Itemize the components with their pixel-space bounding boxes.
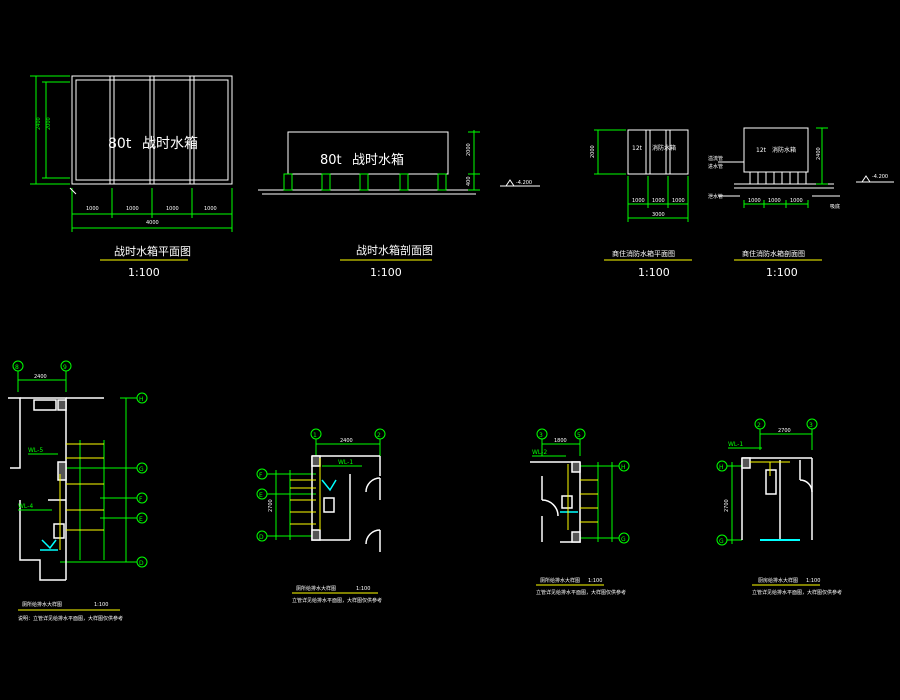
fire-tank-section-note-3: 泄水管 bbox=[708, 193, 723, 200]
fire-tank-plan-name: 消防水箱 bbox=[652, 144, 676, 152]
fire-tank-section-dim-2: 1000 bbox=[768, 198, 781, 204]
toilet-b-scale: 1:100 bbox=[356, 586, 370, 592]
toilet-a-axis-g: G bbox=[139, 466, 144, 473]
toilet-c-axis-h: H bbox=[621, 464, 626, 471]
tank-section-drawing: 80t 战时水箱 2000 400 -4.200 战时水箱剖面图 1:100 bbox=[258, 130, 540, 279]
toilet-d-axis-g: G bbox=[719, 538, 724, 545]
toilet-c-axis-3: 3 bbox=[539, 432, 543, 439]
tank-plan-title: 战时水箱平面图 bbox=[114, 244, 191, 258]
toilet-b-axis-f: F bbox=[259, 472, 263, 479]
toilet-d-scale: 1:100 bbox=[806, 578, 820, 584]
fire-tank-section-name: 消防水箱 bbox=[772, 146, 796, 154]
toilet-d-title: 厨房给排水大样图 bbox=[758, 577, 798, 584]
toilet-a-axis-9: 9 bbox=[63, 364, 67, 371]
fire-tank-section-note-right: 吸底 bbox=[830, 203, 840, 210]
toilet-b-pipe: WL-1 bbox=[338, 459, 353, 466]
fire-tank-section-drawing: 2400 12t 消防水箱 溢流管 进水管 泄水管 吸底 1000 1000 1… bbox=[708, 127, 894, 279]
toilet-c-pipe: WL-2 bbox=[532, 449, 547, 456]
tank-plan-dim-3: 1000 bbox=[166, 206, 179, 212]
toilet-b-dim-top: 2400 bbox=[340, 438, 353, 444]
fire-tank-section-note-1: 溢流管 bbox=[708, 155, 723, 162]
fire-tank-plan-capacity: 12t bbox=[632, 145, 643, 152]
toilet-d-dim-top: 2700 bbox=[778, 428, 791, 434]
toilet-a-pipe-1: WL-5 bbox=[28, 447, 43, 454]
toilet-d-pipe: WL-1 bbox=[728, 441, 743, 448]
tank-plan-dim-height-outer: 2400 bbox=[36, 117, 42, 130]
toilet-a-title: 厕所给排水大样图 bbox=[22, 601, 62, 608]
toilet-d-dim-left: 2700 bbox=[724, 499, 730, 512]
toilet-b-note: 立管详见给排水平面图，大样图仅供参考 bbox=[292, 597, 382, 604]
toilet-c-scale: 1:100 bbox=[588, 578, 602, 584]
toilet-b-drawing: 1 2 F E D 2400 2700 bbox=[256, 428, 386, 604]
toilet-a-scale: 1:100 bbox=[94, 602, 108, 608]
toilet-c-axis-5: 5 bbox=[577, 432, 581, 439]
toilet-b-axis-d: D bbox=[259, 534, 264, 541]
tank-plan-dim-height-inner: 2000 bbox=[46, 117, 52, 130]
fire-tank-section-dim-1: 1000 bbox=[748, 198, 761, 204]
toilet-d-axis-h: H bbox=[719, 464, 724, 471]
tank-section-elevation: -4.200 bbox=[516, 180, 532, 186]
toilet-c-axis-g: G bbox=[621, 536, 626, 543]
toilet-c-note: 立管详见给排水平面图，大样图仅供参考 bbox=[536, 589, 626, 596]
fire-tank-plan-dim-height: 2000 bbox=[590, 145, 596, 158]
fire-tank-plan-title: 商住消防水箱平面图 bbox=[612, 249, 675, 258]
tank-plan-dim-4: 1000 bbox=[204, 206, 217, 212]
toilet-b-dim-left: 2700 bbox=[268, 499, 274, 512]
tank-plan-dim-total: 4000 bbox=[146, 220, 159, 226]
toilet-c-dim-top: 1800 bbox=[554, 438, 567, 444]
fire-tank-section-capacity: 12t bbox=[756, 147, 767, 154]
tank-plan-scale: 1:100 bbox=[128, 266, 160, 279]
tank-plan-dim-2: 1000 bbox=[126, 206, 139, 212]
toilet-d-note: 立管详见给排水平面图，大样图仅供参考 bbox=[752, 589, 842, 596]
tank-section-dim-2: 400 bbox=[466, 176, 472, 186]
toilet-a-axis-8: 8 bbox=[15, 364, 19, 371]
toilet-c-title: 厕所给排水大样图 bbox=[540, 577, 580, 584]
toilet-b-axis-e: E bbox=[259, 492, 263, 499]
toilet-a-note: 说明：立管详见给排水平面图，大样图仅供参考 bbox=[18, 615, 123, 622]
fire-tank-section-note-2: 进水管 bbox=[708, 163, 723, 170]
fire-tank-plan-dim-1: 1000 bbox=[632, 198, 645, 204]
toilet-d-drawing: 2 3 H G 2700 2700 WL-1 厨房给排水大样图 1:100 立管… bbox=[716, 418, 842, 596]
fire-tank-plan-dim-2: 1000 bbox=[652, 198, 665, 204]
fire-tank-section-dim-height: 2400 bbox=[816, 147, 822, 160]
fire-tank-section-elevation: -4.200 bbox=[872, 174, 888, 180]
tank-section-name: 战时水箱 bbox=[352, 152, 404, 168]
toilet-a-axis-f: F bbox=[139, 496, 143, 503]
fire-tank-section-dim-3: 1000 bbox=[790, 198, 803, 204]
toilet-b-axis-2: 2 bbox=[377, 432, 381, 439]
toilet-a-drawing: 8 9 H G F E D 2400 bbox=[8, 360, 148, 622]
toilet-b-title: 厕所给排水大样图 bbox=[296, 585, 336, 592]
toilet-c-drawing: 3 5 H G 1800 WL-2 厕所给排水大样图 1:100 bbox=[530, 428, 630, 596]
toilet-b-axis-1: 1 bbox=[313, 432, 317, 439]
fire-tank-plan-scale: 1:100 bbox=[638, 266, 670, 279]
toilet-a-axis-h: H bbox=[139, 396, 144, 403]
tank-section-capacity: 80t bbox=[320, 153, 342, 168]
toilet-d-axis-2: 2 bbox=[757, 422, 761, 429]
toilet-a-axis-d: D bbox=[139, 560, 144, 567]
tank-section-title: 战时水箱剖面图 bbox=[356, 243, 433, 257]
fire-tank-plan-dim-total: 3000 bbox=[652, 212, 665, 218]
tank-plan-drawing: 2400 2000 1000 1000 1000 1000 4000 80t 战… bbox=[30, 75, 233, 279]
toilet-d-axis-3: 3 bbox=[809, 422, 813, 429]
tank-section-dim-1: 2000 bbox=[466, 143, 472, 156]
fire-tank-section-scale: 1:100 bbox=[766, 266, 798, 279]
toilet-a-dim-top: 2400 bbox=[34, 374, 47, 380]
toilet-a-pipe-2: WL-4 bbox=[18, 503, 33, 510]
toilet-a-axis-e: E bbox=[139, 516, 143, 523]
tank-section-scale: 1:100 bbox=[370, 266, 402, 279]
fire-tank-plan-drawing: 2000 12t 消防水箱 1000 1000 1000 3000 商住消防水箱… bbox=[590, 129, 692, 279]
tank-plan-capacity: 80t bbox=[108, 136, 132, 152]
fire-tank-section-title: 商住消防水箱剖面图 bbox=[742, 249, 805, 258]
tank-plan-name: 战时水箱 bbox=[142, 136, 198, 152]
tank-plan-dim-1: 1000 bbox=[86, 206, 99, 212]
fire-tank-plan-dim-3: 1000 bbox=[672, 198, 685, 204]
